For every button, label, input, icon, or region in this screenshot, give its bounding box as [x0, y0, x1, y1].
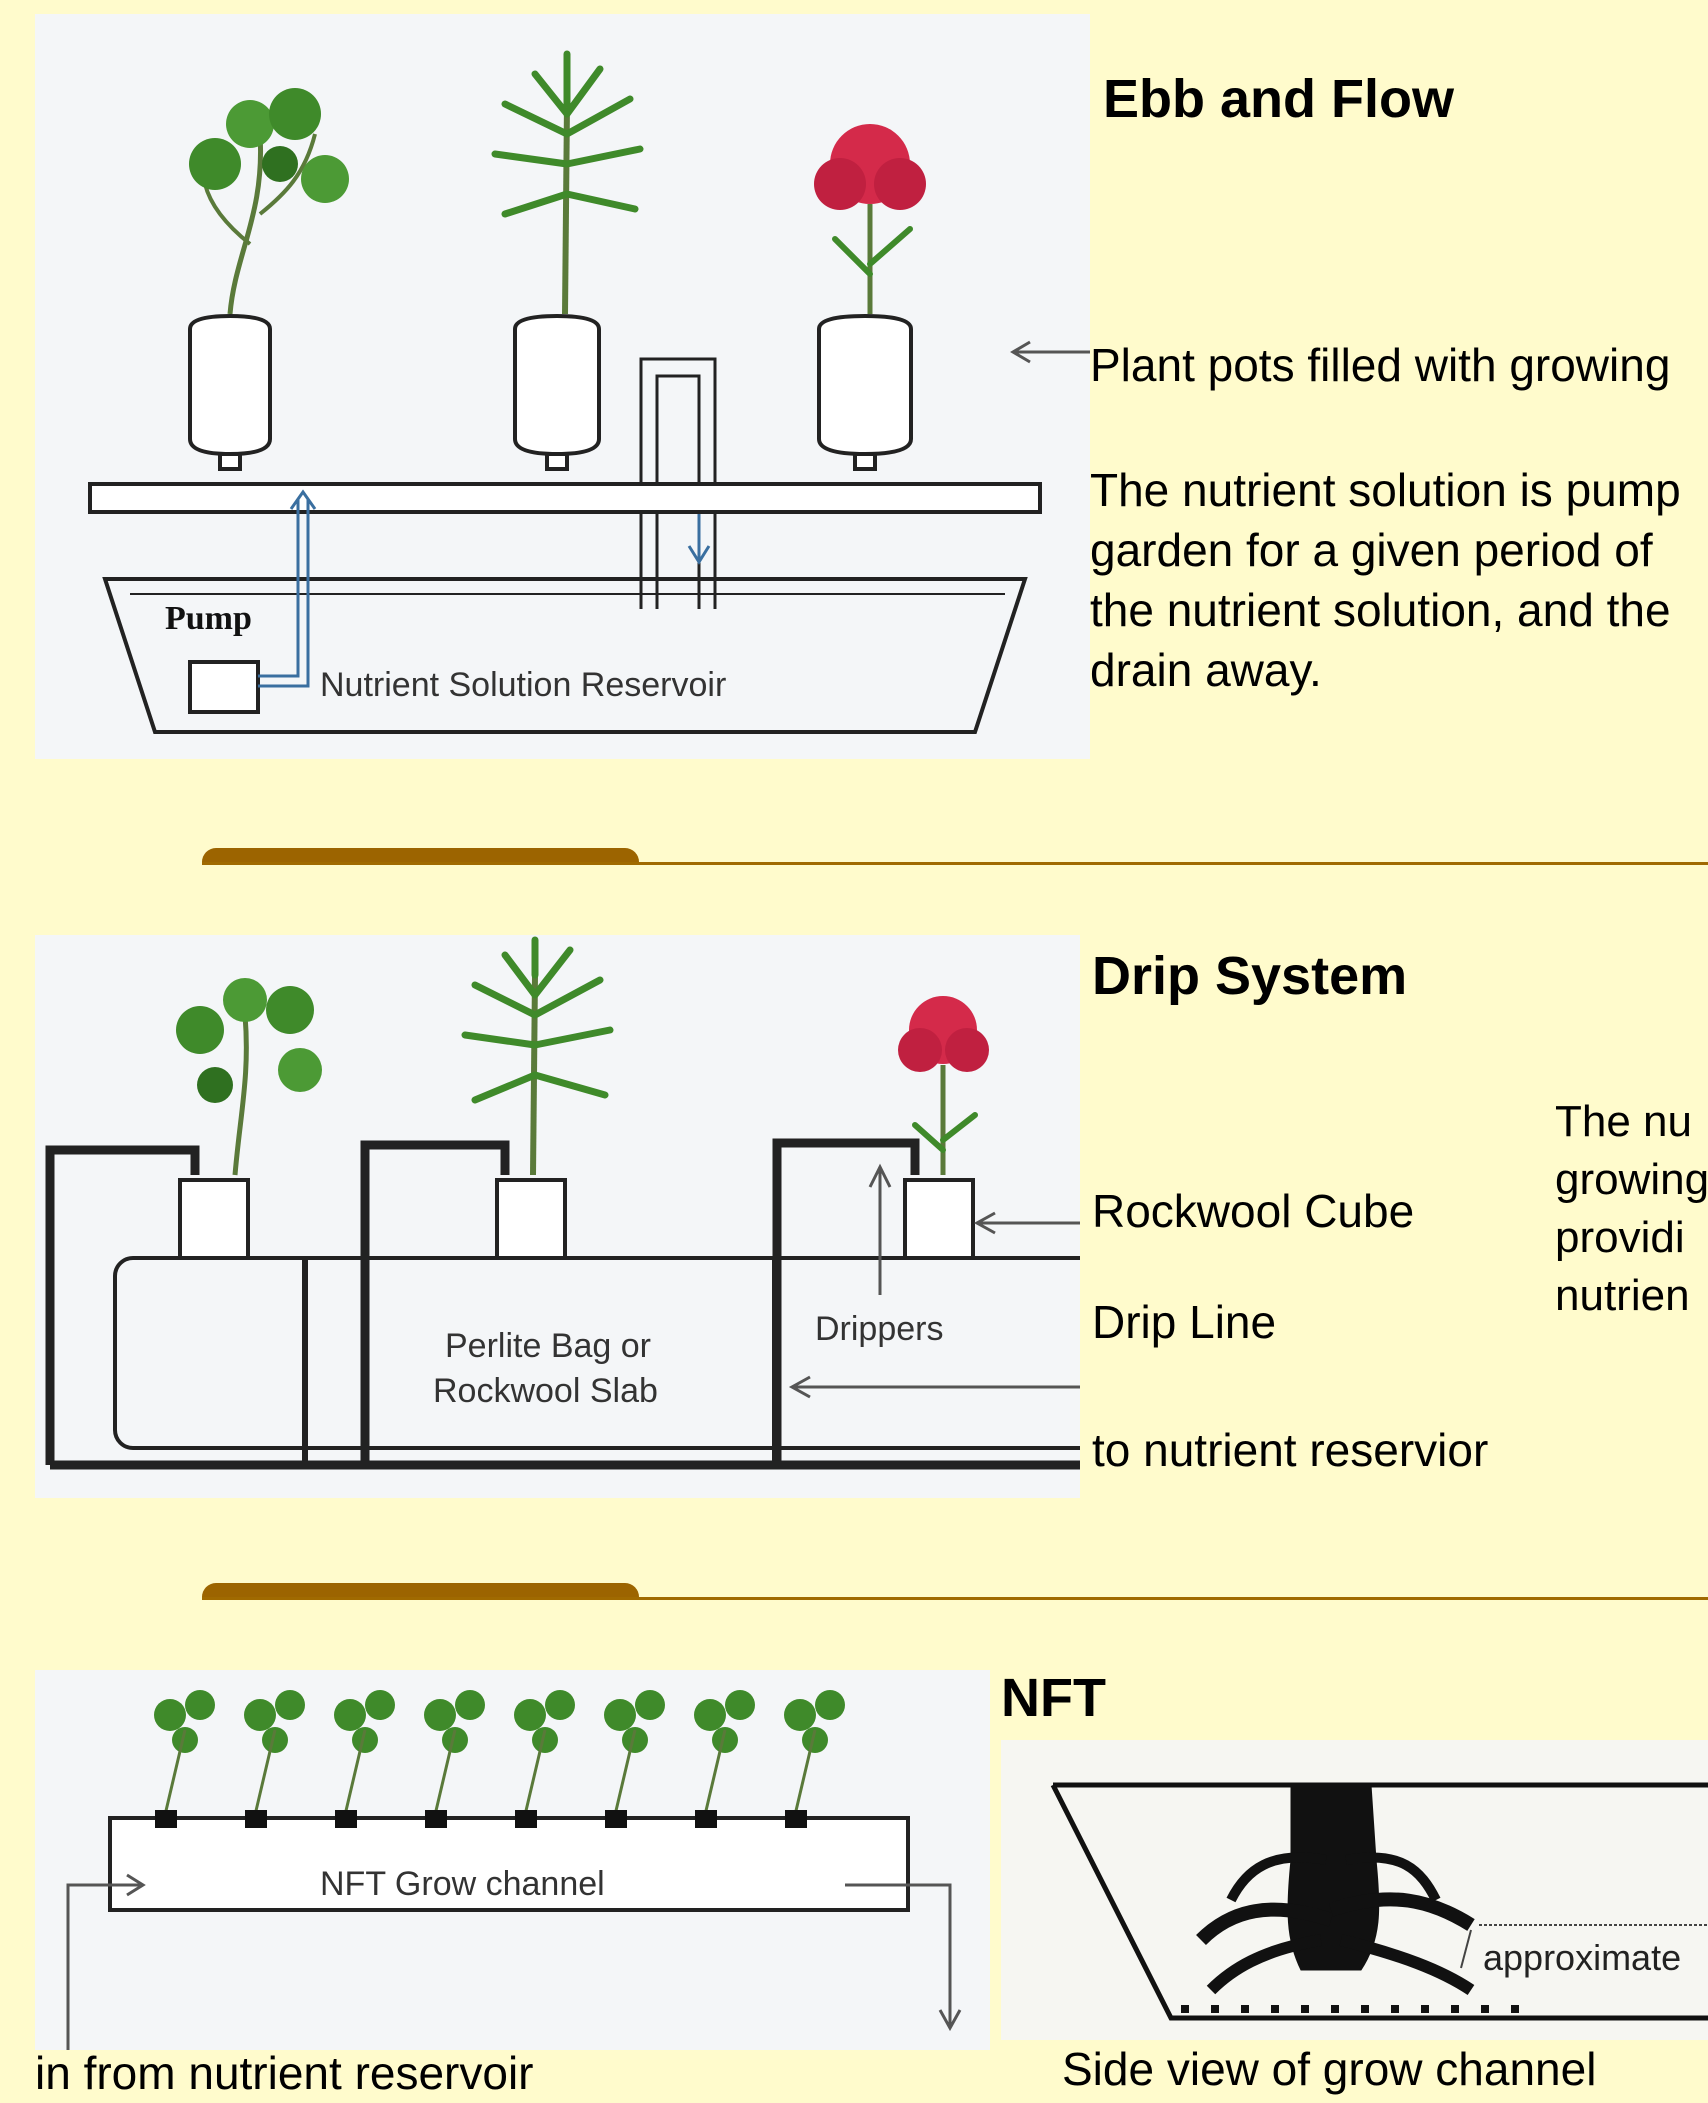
drip-description-line-4: nutrien	[1555, 1271, 1690, 1320]
section-divider	[202, 862, 1708, 865]
drip-description-line-2: growing	[1555, 1155, 1708, 1204]
in-from-reservoir-caption: in from nutrient reservoir	[35, 2047, 534, 2099]
ebb-flow-description-line-3: the nutrient solution, and the	[1090, 584, 1671, 636]
flower-plant-icon	[898, 996, 989, 1175]
ebb-flow-text: Plant pots filled with growing The nutri…	[1090, 330, 1708, 710]
palm-plant-icon	[491, 50, 644, 315]
drip-description-line-3: providi	[1555, 1213, 1685, 1262]
rockwool-cube-caption: Rockwool Cube	[1092, 1185, 1415, 1237]
ebb-flow-description-line-1: The nutrient solution is pump	[1090, 464, 1681, 516]
ebb-flow-description-line-4: drain away.	[1090, 644, 1322, 696]
ebb-flow-description-line-2: garden for a given period of	[1090, 524, 1653, 576]
flower-plant-icon	[814, 124, 926, 314]
shrub-plant-icon	[189, 88, 349, 315]
pots-caption: Plant pots filled with growing	[1090, 339, 1671, 391]
drippers-label: Drippers	[815, 1310, 943, 1348]
to-reservoir-caption: to nutrient reservior	[1092, 1424, 1489, 1476]
shrub-plant-icon	[176, 978, 322, 1176]
drip-system-diagram: Perlite Bag or Rockwool Slab Drippers	[35, 935, 1080, 1498]
nft-title: NFT	[1001, 1668, 1106, 1728]
section-divider-tab	[202, 1583, 639, 1599]
ebb-flow-diagram: Pump Nutrient Solution Reservoir	[35, 14, 1090, 759]
side-view-caption: Side view of grow channel	[1062, 2043, 1597, 2095]
section-divider-tab	[202, 848, 639, 864]
drip-system-title: Drip System	[1092, 946, 1408, 1006]
perlite-bag-label: Perlite Bag or	[445, 1327, 651, 1365]
palm-plant-icon	[461, 936, 614, 1176]
drip-line-caption: Drip Line	[1092, 1296, 1277, 1348]
approximate-label: approximate	[1483, 1937, 1681, 1978]
pump-label: Pump	[165, 600, 252, 637]
seedling-row-icon	[154, 1690, 845, 1816]
rockwool-slab-label: Rockwool Slab	[433, 1372, 658, 1410]
plant-pot-icon	[188, 313, 913, 471]
drip-description: The nu growing providi nutrien	[1555, 1092, 1708, 1342]
nft-channel-label: NFT Grow channel	[320, 1865, 605, 1903]
nft-channel-diagram: NFT Grow channel	[35, 1670, 990, 2050]
root-mass-icon	[1196, 1784, 1475, 1996]
section-divider	[202, 1597, 1708, 1600]
rockwool-cube-icon	[178, 1178, 975, 1260]
drip-description-line-1: The nu	[1555, 1097, 1692, 1146]
ebb-flow-title: Ebb and Flow	[1103, 69, 1454, 129]
reservoir-label: Nutrient Solution Reservoir	[320, 666, 726, 704]
grow-channel-side-view: approximate	[1001, 1740, 1708, 2040]
